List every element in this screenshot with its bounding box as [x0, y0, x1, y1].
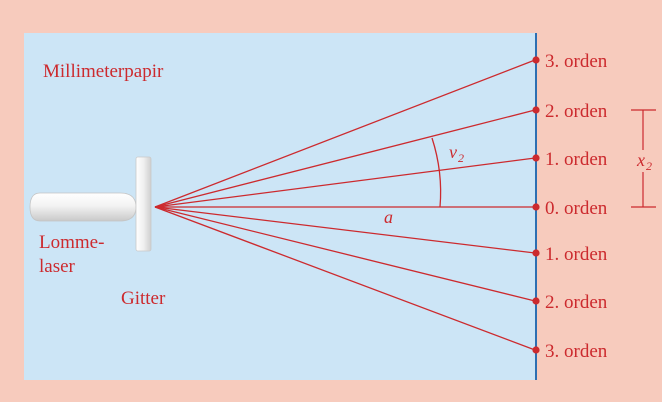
order-label-upper-3: 3. orden — [545, 51, 608, 72]
spacing-label: x — [636, 150, 645, 170]
order-label-lower-3: 3. orden — [545, 341, 608, 362]
dot-upper-3 — [532, 56, 540, 64]
angle-label: v — [449, 142, 457, 162]
beam-lower-2 — [154, 206, 536, 302]
beam-upper-2 — [154, 109, 536, 208]
beam-upper-1 — [154, 157, 536, 208]
laser-label-line2: laser — [39, 256, 76, 277]
order-labels: 3. orden 2. orden 1. orden 0. orden 1. o… — [545, 51, 608, 362]
distance-label: a — [384, 207, 393, 227]
laser-label-line1: Lomme- — [39, 232, 104, 253]
dot-order-0 — [532, 203, 540, 211]
spacing-subscript: 2 — [646, 159, 652, 173]
spacing-bracket — [631, 109, 656, 208]
order-label-upper-1: 1. orden — [545, 149, 608, 170]
dot-upper-2 — [532, 106, 540, 114]
angle-arc — [431, 137, 442, 208]
laser-pointer — [29, 192, 137, 222]
dot-lower-1 — [532, 249, 540, 257]
order-dots — [532, 56, 540, 354]
beam-lower-3 — [154, 206, 536, 351]
diffraction-beams — [154, 59, 536, 351]
order-label-lower-1: 1. orden — [545, 244, 608, 265]
dot-lower-3 — [532, 346, 540, 354]
dot-upper-1 — [532, 154, 540, 162]
angle-subscript: 2 — [458, 151, 464, 165]
order-label-lower-2: 2. orden — [545, 292, 608, 313]
paper-label: Millimeterpapir — [43, 61, 164, 82]
beam-lower-1 — [154, 206, 536, 254]
beam-upper-3 — [154, 59, 536, 208]
grating-label: Gitter — [121, 288, 166, 309]
order-label-0: 0. orden — [545, 198, 608, 219]
order-label-upper-2: 2. orden — [545, 101, 608, 122]
dot-lower-2 — [532, 297, 540, 305]
grating — [135, 156, 152, 252]
